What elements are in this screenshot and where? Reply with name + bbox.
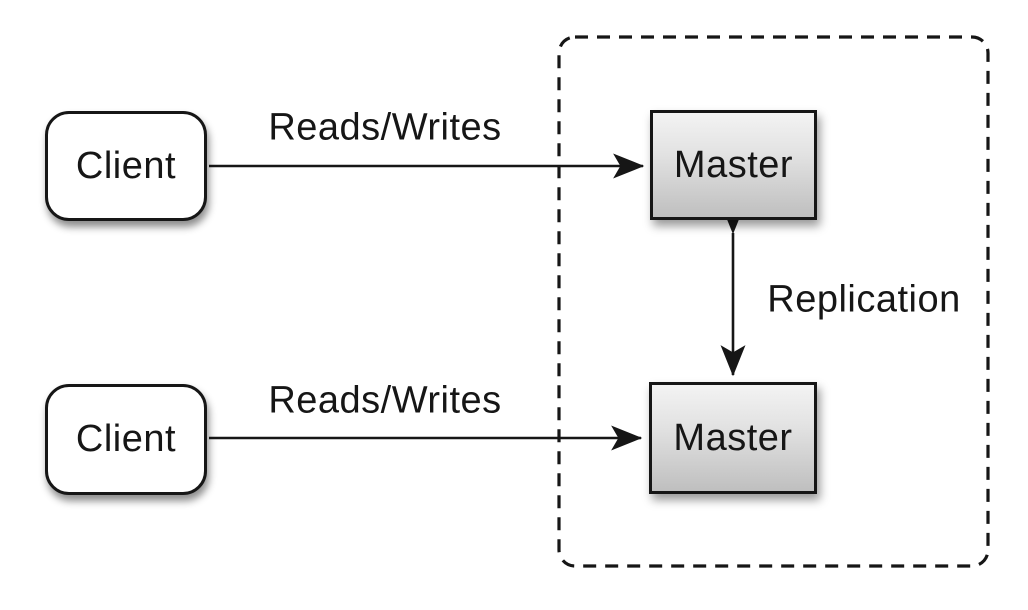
edge-label-reads-writes-top: Reads/Writes: [268, 106, 502, 149]
edge-label-replication: Replication: [767, 278, 961, 321]
edge-label-reads-writes-bottom: Reads/Writes: [268, 379, 502, 422]
node-client-top-label: Client: [75, 144, 177, 187]
node-client-bottom: Client: [45, 384, 207, 495]
node-master-top: Master: [650, 110, 817, 220]
node-master-bottom: Master: [649, 382, 817, 494]
masters-group-boundary: [557, 35, 990, 568]
node-client-top: Client: [45, 111, 207, 221]
node-master-top-label: Master: [673, 143, 794, 186]
node-master-bottom-label: Master: [673, 416, 793, 459]
node-client-bottom-label: Client: [75, 418, 177, 460]
